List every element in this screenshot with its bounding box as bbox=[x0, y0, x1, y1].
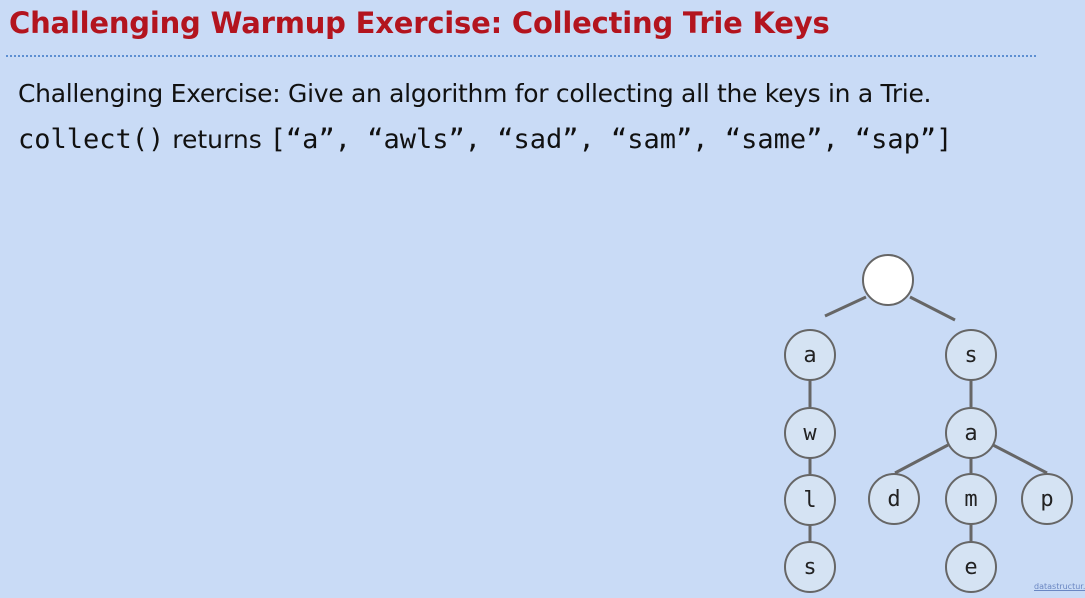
slide-title: Challenging Warmup Exercise: Collecting … bbox=[9, 6, 830, 40]
node-label: e bbox=[964, 555, 977, 580]
footer-link[interactable]: datastructur.es bbox=[1034, 582, 1085, 591]
node-label: d bbox=[887, 487, 900, 512]
trie-node-a1: a bbox=[784, 329, 836, 381]
trie-edges bbox=[808, 295, 1048, 542]
trie-root-node bbox=[862, 254, 914, 306]
trie-node-s2: s bbox=[784, 541, 836, 593]
edge-a-p bbox=[992, 443, 1048, 475]
node-label: m bbox=[964, 487, 977, 512]
edge-root-a bbox=[824, 295, 867, 318]
trie-node-w: w bbox=[784, 407, 836, 459]
trie-node-p: p bbox=[1021, 473, 1073, 525]
trie-node-m: m bbox=[945, 473, 997, 525]
trie-node-e: e bbox=[945, 541, 997, 593]
node-label: a bbox=[964, 421, 977, 446]
root-node-circle bbox=[862, 254, 914, 306]
trie-node-a2: a bbox=[945, 407, 997, 459]
node-label: p bbox=[1040, 487, 1053, 512]
collect-call-code: collect() bbox=[18, 124, 165, 155]
collect-result-list: [“a”, “awls”, “sad”, “sam”, “same”, “sap… bbox=[269, 124, 953, 155]
trie-node-l: l bbox=[784, 474, 836, 526]
node-label: l bbox=[803, 488, 816, 513]
trie-node-s1: s bbox=[945, 329, 997, 381]
edge-a-d bbox=[894, 443, 949, 475]
node-label: a bbox=[803, 343, 816, 368]
collect-result-line: collect() returns [“a”, “awls”, “sad”, “… bbox=[18, 124, 952, 155]
returns-text: returns bbox=[164, 125, 270, 154]
title-divider bbox=[6, 55, 1036, 57]
trie-node-d: d bbox=[868, 473, 920, 525]
edge-root-s bbox=[909, 295, 956, 322]
node-label: w bbox=[803, 421, 817, 446]
exercise-text: Challenging Exercise: Give an algorithm … bbox=[18, 79, 932, 108]
node-label: s bbox=[803, 555, 816, 580]
node-label: s bbox=[964, 343, 977, 368]
